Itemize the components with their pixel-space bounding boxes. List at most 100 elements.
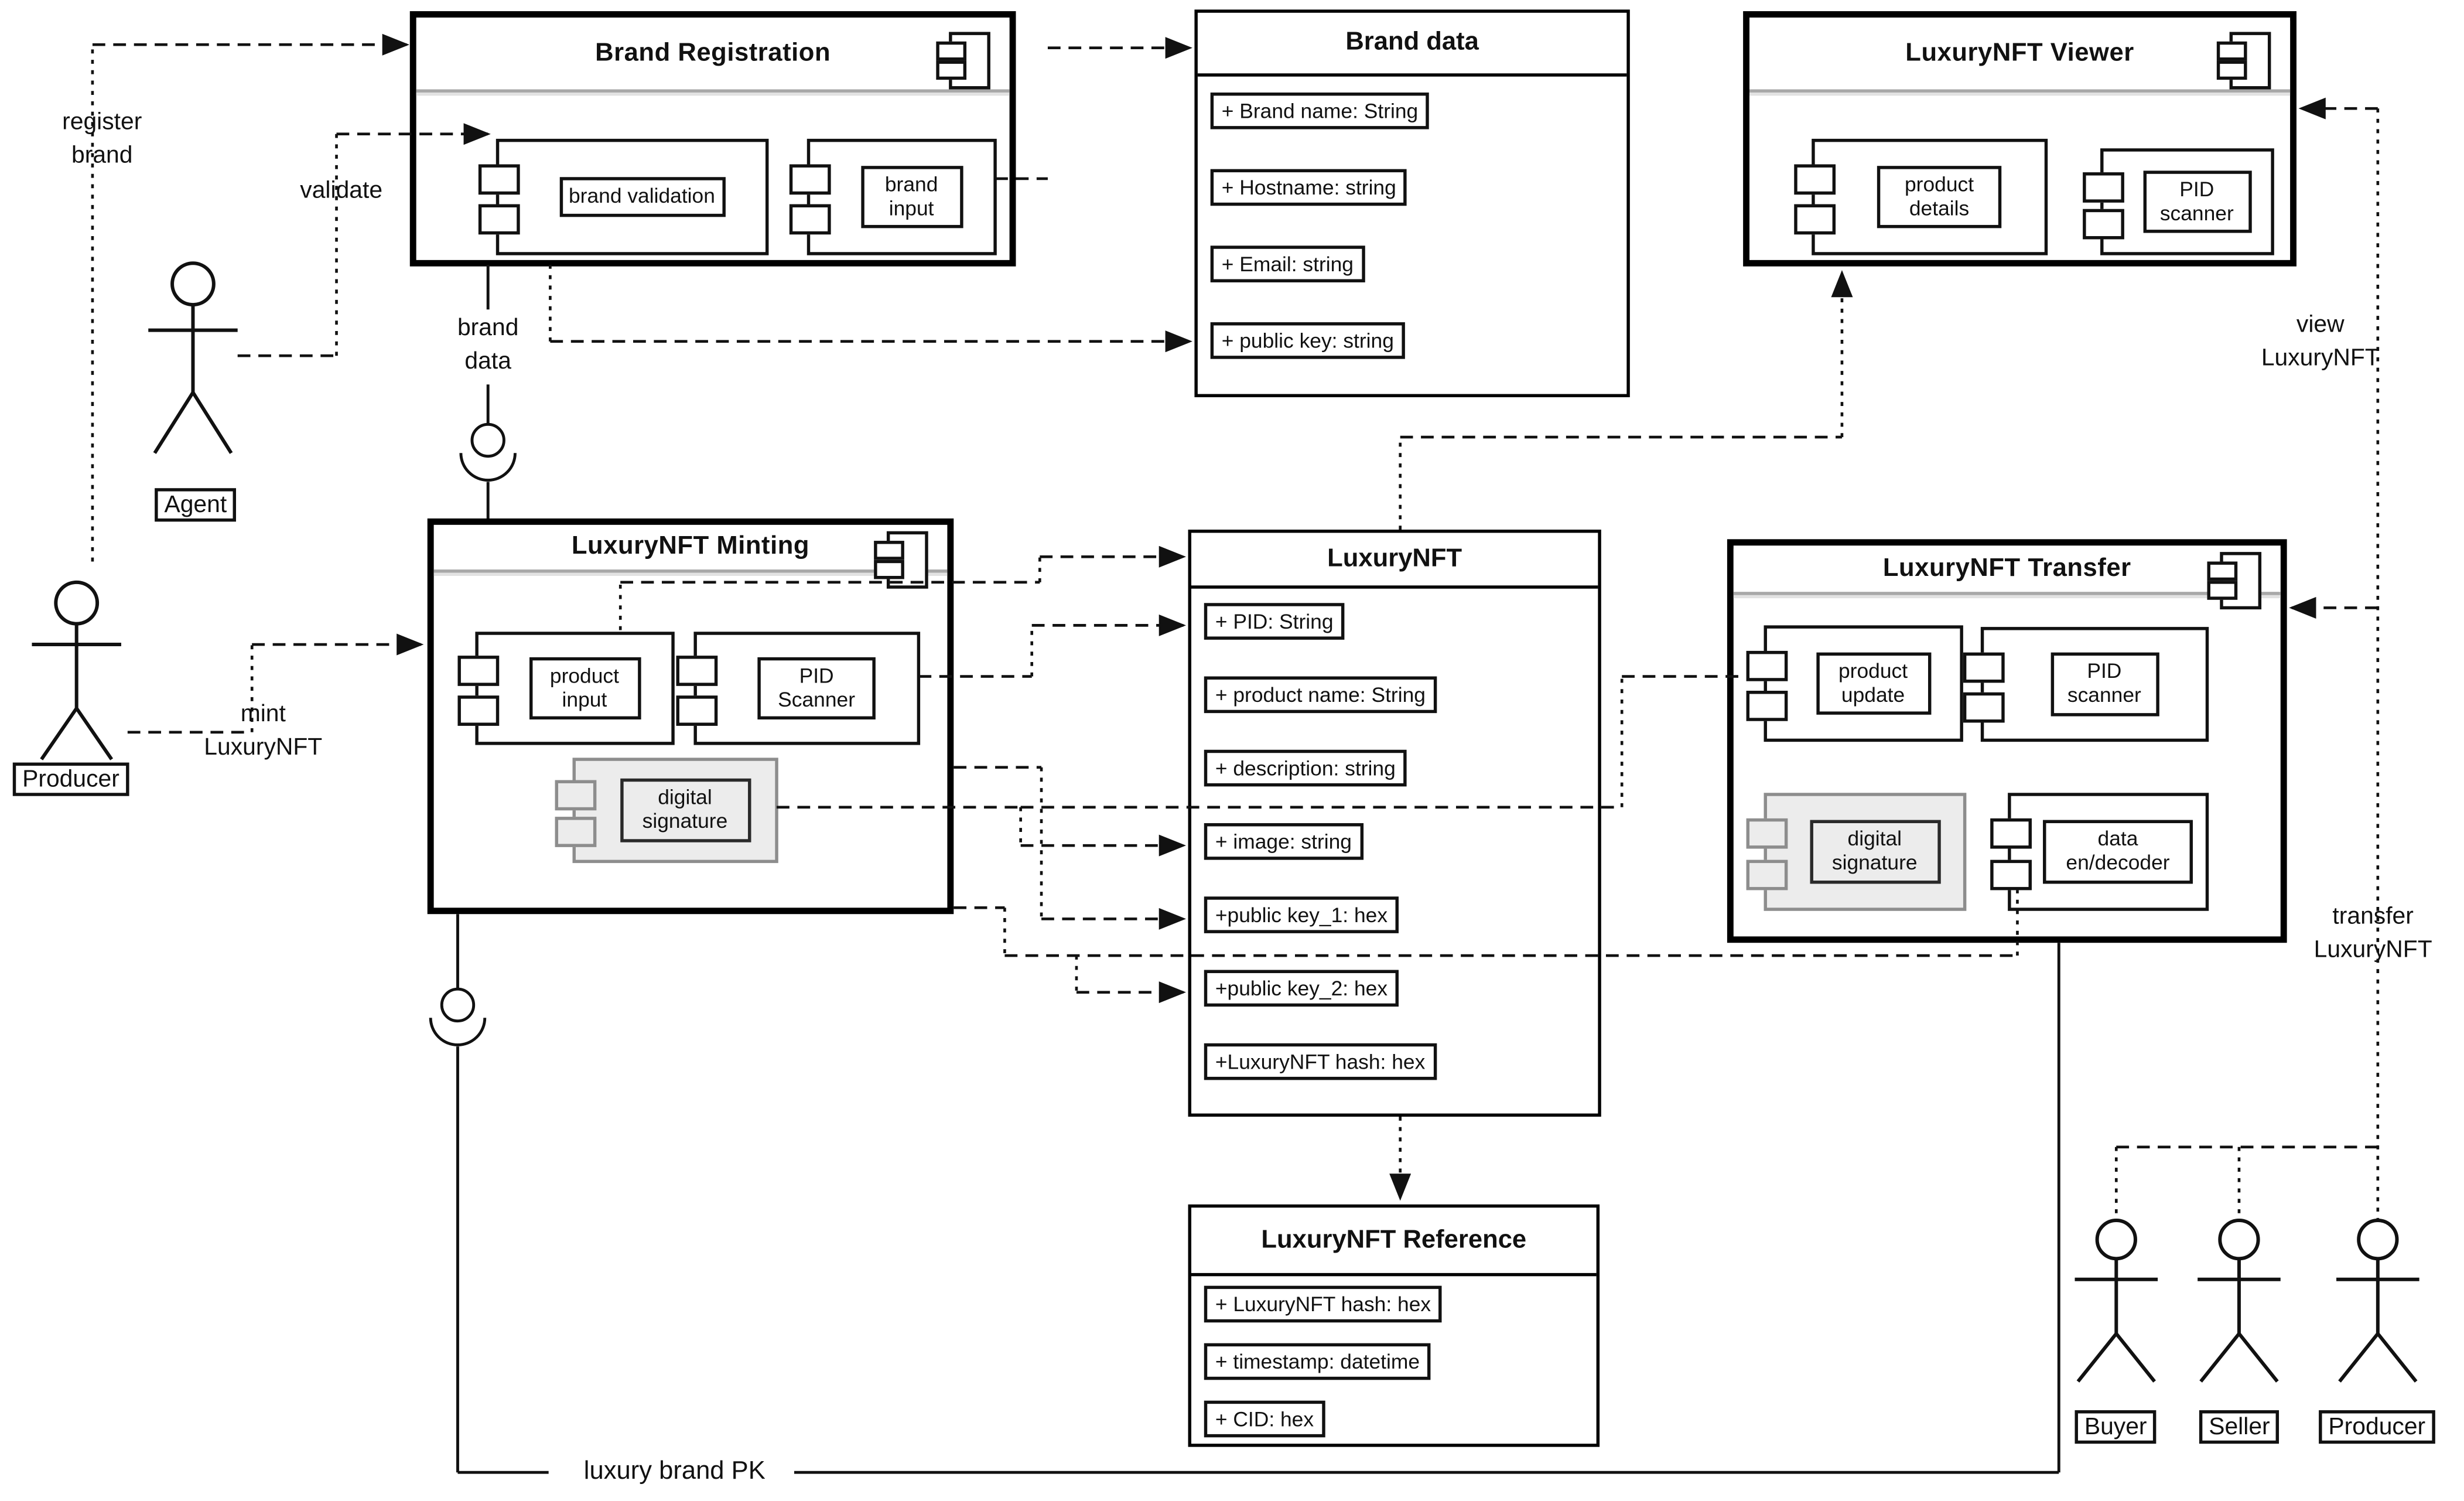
digital-signature-label: digital signature xyxy=(1809,820,1940,883)
luxurynft-class: LuxuryNFT + PID: String + product name: … xyxy=(1188,530,1601,1117)
luxurynft-viewer-header: LuxuryNFT Viewer xyxy=(1749,18,2291,93)
port-icon xyxy=(2083,171,2124,202)
luxurynft-minting-title: LuxuryNFT Minting xyxy=(571,533,810,560)
ball-interface-icon xyxy=(440,987,476,1023)
attribute-row: + Hostname: string xyxy=(1210,169,1407,206)
port-icon xyxy=(789,204,831,236)
product-input-label: product input xyxy=(528,657,641,720)
data-endecoder-label: data en/decoder xyxy=(2043,820,2193,883)
port-icon xyxy=(1990,818,2032,849)
pid-scanner-label: PID Scanner xyxy=(757,657,876,720)
port-icon xyxy=(555,817,597,848)
buyer-label: Buyer xyxy=(2075,1410,2157,1444)
subcomponent-brand-validation: brand validation xyxy=(478,138,769,255)
port-icon xyxy=(789,163,831,195)
component-icon xyxy=(2207,552,2262,610)
agent-figure xyxy=(148,261,238,454)
brand-registration-component: Brand Registration brand validation bran… xyxy=(409,11,1016,267)
port-icon xyxy=(478,204,520,236)
subcomponent-pid-scanner: PID scanner xyxy=(2083,148,2274,255)
luxurynft-reference-class: LuxuryNFT Reference + LuxuryNFT hash: he… xyxy=(1188,1204,1600,1447)
brand-input-label: brand input xyxy=(860,166,963,228)
seller-figure xyxy=(2198,1219,2281,1383)
attribute-row: + CID: hex xyxy=(1204,1400,1325,1438)
attribute-row: +public key_1: hex xyxy=(1204,896,1399,933)
pid-scanner-label: PID scanner xyxy=(2050,653,2159,716)
port-icon xyxy=(676,695,718,726)
subcomponent-data-endecoder: data en/decoder xyxy=(1990,793,2209,911)
port-icon xyxy=(555,780,597,811)
brand-validation-label: brand validation xyxy=(559,177,725,217)
attribute-row: + PID: String xyxy=(1204,603,1345,640)
port-icon xyxy=(1746,650,1788,681)
subcomponent-product-details: product details xyxy=(1794,138,2048,255)
product-update-label: product update xyxy=(1816,652,1931,715)
attribute-row: +public key_2: hex xyxy=(1204,970,1399,1007)
brand-data-title: Brand data xyxy=(1197,13,1627,77)
product-details-label: product details xyxy=(1877,166,2002,228)
attribute-row: + product name: String xyxy=(1204,676,1437,714)
attribute-row: + Email: string xyxy=(1210,245,1365,282)
brand-registration-title: Brand Registration xyxy=(595,39,831,67)
luxurynft-viewer-component: LuxuryNFT Viewer product details PID sca… xyxy=(1743,11,2296,267)
port-icon xyxy=(457,695,500,726)
agent-label: Agent xyxy=(155,488,237,522)
producer-right-figure xyxy=(2336,1219,2419,1383)
digital-signature-label: digital signature xyxy=(619,779,751,842)
attribute-row: + timestamp: datetime xyxy=(1204,1343,1431,1380)
port-icon xyxy=(676,656,718,687)
subcomponent-pid-scanner: PID scanner xyxy=(1963,627,2209,742)
luxurynft-transfer-title: LuxuryNFT Transfer xyxy=(1882,554,2131,582)
luxurynft-viewer-title: LuxuryNFT Viewer xyxy=(1905,39,2134,67)
brand-data-class: Brand data + Brand name: String + Hostna… xyxy=(1194,9,1630,398)
luxurynft-reference-title: LuxuryNFT Reference xyxy=(1191,1207,1597,1277)
attribute-row: +LuxuryNFT hash: hex xyxy=(1204,1043,1437,1080)
attribute-row: + description: string xyxy=(1204,749,1407,787)
subcomponent-digital-signature: digital signature xyxy=(1746,793,1967,911)
port-icon xyxy=(1794,204,1836,236)
attribute-row: + Brand name: String xyxy=(1210,92,1430,129)
producer-right-label: Producer xyxy=(2319,1410,2435,1444)
port-icon xyxy=(457,656,500,687)
pid-scanner-label: PID scanner xyxy=(2142,170,2251,233)
port-icon xyxy=(1746,859,1788,891)
brand-registration-header: Brand Registration xyxy=(416,18,1010,93)
port-icon xyxy=(1746,818,1788,849)
socket-interface-icon xyxy=(459,453,517,482)
subcomponent-brand-input: brand input xyxy=(789,138,997,255)
attribute-row: + image: string xyxy=(1204,823,1363,860)
port-icon xyxy=(1794,163,1836,195)
port-icon xyxy=(2083,209,2124,240)
buyer-figure xyxy=(2075,1219,2158,1383)
producer-left-figure xyxy=(32,580,121,760)
subcomponent-digital-signature: digital signature xyxy=(555,758,778,864)
port-icon xyxy=(1963,692,2005,722)
seller-label: Seller xyxy=(2199,1410,2280,1444)
socket-interface-icon xyxy=(429,1018,487,1046)
port-icon xyxy=(478,163,520,195)
attribute-row: + public key: string xyxy=(1210,322,1405,359)
luxurynft-minting-header: LuxuryNFT Minting xyxy=(433,525,948,573)
validate-label: validate xyxy=(300,177,383,204)
subcomponent-pid-scanner: PID Scanner xyxy=(676,632,921,745)
component-icon xyxy=(2216,32,2271,90)
port-icon xyxy=(1990,859,2032,891)
luxury-brand-pk-label: luxury brand PK xyxy=(583,1458,765,1486)
subcomponent-product-input: product input xyxy=(457,632,675,745)
port-icon xyxy=(1963,651,2005,683)
luxurynft-transfer-header: LuxuryNFT Transfer xyxy=(1733,545,2281,595)
luxurynft-transfer-component: LuxuryNFT Transfer product update PID sc… xyxy=(1727,539,2287,943)
component-icon xyxy=(936,32,990,90)
attribute-row: + LuxuryNFT hash: hex xyxy=(1204,1285,1443,1323)
luxurynft-title: LuxuryNFT xyxy=(1191,533,1598,589)
component-icon xyxy=(874,531,928,589)
port-icon xyxy=(1746,691,1788,722)
subcomponent-product-update: product update xyxy=(1746,625,1963,742)
